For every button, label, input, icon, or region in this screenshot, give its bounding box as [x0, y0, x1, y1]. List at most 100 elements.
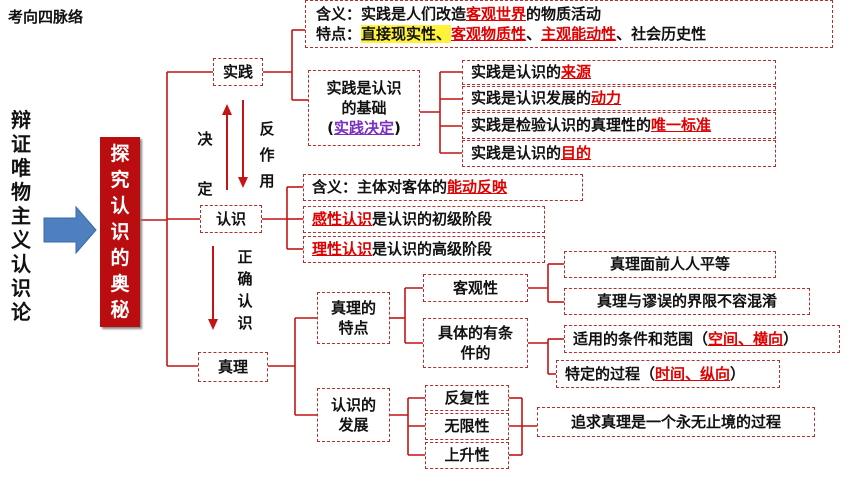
side-title-char: 辩: [11, 108, 31, 132]
trait-direct-reality: 直接现实性: [361, 25, 437, 43]
topic-char: 奥: [110, 273, 130, 295]
label-correct-char: 确: [237, 270, 253, 288]
label-correct-cognition: 正 确 认 识: [236, 246, 254, 334]
truth-fallacy-boundary-item: 真理与谬误的界限不容混淆: [564, 288, 810, 315]
cond-suffix: ）: [783, 329, 799, 348]
trait-subjective-initiative: 主观能动性: [541, 25, 617, 43]
cognition-definition: 含义：主体对客体的能动反映: [303, 174, 583, 201]
practice-traits: 特点：直接现实性、客观物质性、主观能动性、社会历史性: [316, 24, 706, 44]
cognition-def-keyword: 能动反映: [447, 178, 508, 197]
ascending-node: 上升性: [425, 442, 509, 469]
cognition-def-prefix: 含义：主体对客体的: [312, 178, 448, 197]
page-header: 考向四脉络: [8, 8, 84, 26]
label-correct-char: 识: [237, 314, 253, 332]
process-prefix: 特定的过程（: [565, 364, 656, 383]
practice-basis-box: 实践是认识 的基础 (实践决定): [308, 70, 420, 146]
label-decide-char: 决: [197, 130, 213, 148]
trait-sep: 、: [616, 25, 632, 43]
node-cognition: 认识: [200, 205, 262, 233]
basis-item-goal: 实践是认识的目的: [462, 140, 776, 167]
repeatability-node: 反复性: [425, 385, 509, 411]
side-title-char: 主: [11, 204, 31, 228]
perceptual-rest: 是认识的初级阶段: [372, 210, 493, 229]
side-title: 辩 证 唯 物 主 义 认 识 论: [8, 108, 34, 324]
basis-line2: 的基础: [341, 98, 387, 117]
concrete-line1: 具体的有条: [437, 323, 513, 342]
features-line1: 真理的: [330, 298, 376, 317]
truth-features-node: 真理的 特点: [317, 292, 390, 344]
topic-char: 识: [110, 221, 130, 243]
topic-char: 的: [110, 247, 130, 269]
label-react-char: 反: [259, 120, 275, 138]
rational-keyword: 理性认识: [312, 240, 373, 259]
label-decide-char: 定: [197, 180, 213, 198]
side-title-char: 证: [11, 132, 31, 156]
side-title-char: 义: [11, 228, 31, 252]
practice-definition-box: 含义：实践是人们改造客观世界的物质活动 特点：直接现实性、客观物质性、主观能动性…: [305, 0, 833, 48]
specific-process-item: 特定的过程（时间、纵向）: [556, 360, 780, 388]
process-suffix: ）: [730, 364, 746, 383]
traits-prefix: 特点：: [316, 25, 362, 43]
node-practice: 实践: [213, 58, 263, 86]
concrete-line2: 件的: [460, 344, 491, 362]
pursuit-of-truth-box: 追求真理是一个永无止境的过程: [537, 407, 815, 437]
label-correct-char: 认: [237, 292, 253, 310]
node-truth: 真理: [198, 352, 268, 382]
basis-item-motive: 实践是认识发展的动力: [462, 86, 776, 111]
side-title-char: 论: [11, 300, 31, 324]
label-react: 反 作 用: [258, 116, 276, 194]
trait-objective-material: 客观物质性: [451, 25, 527, 43]
trait-sep: 、: [436, 25, 452, 43]
cond-prefix: 适用的条件和范围（: [573, 329, 709, 348]
objectivity-node: 客观性: [423, 274, 528, 302]
topic-char: 探: [110, 143, 130, 165]
basis-item-text: 实践是认识发展的: [471, 89, 592, 108]
basis-item-standard: 实践是检验认识的真理性的唯一标准: [462, 112, 776, 139]
basis-item-keyword: 来源: [561, 63, 592, 82]
development-line1: 认识的: [330, 395, 376, 414]
side-title-char: 物: [11, 180, 31, 204]
infinity-node: 无限性: [425, 413, 509, 440]
label-react-char: 用: [259, 172, 275, 190]
basis-item-source: 实践是认识的来源: [462, 60, 776, 85]
side-title-char: 识: [11, 276, 31, 300]
development-line2: 发展: [338, 416, 369, 434]
basis-note-text: 实践决定: [333, 119, 394, 138]
basis-item-keyword: 动力: [591, 89, 622, 108]
rational-rest: 是认识的高级阶段: [372, 240, 493, 259]
practice-definition: 含义：实践是人们改造客观世界的物质活动: [316, 4, 601, 24]
concrete-conditional-node: 具体的有条 件的: [423, 318, 528, 368]
basis-item-text: 实践是认识的: [471, 63, 562, 82]
rational-cognition: 理性认识 是认识的高级阶段: [303, 236, 545, 263]
topic-char: 认: [110, 195, 130, 217]
topic-char: 秘: [110, 299, 130, 321]
basis-item-text: 实践是检验认识的真理性的: [471, 116, 652, 135]
perceptual-cognition: 感性认识 是认识的初级阶段: [303, 206, 545, 233]
truth-equality-item: 真理面前人人平等: [564, 251, 776, 278]
side-title-char: 唯: [11, 156, 31, 180]
trait-social-historical: 社会历史性: [631, 25, 707, 43]
basis-item-keyword: 目的: [561, 144, 592, 163]
basis-line1: 实践是认识: [326, 78, 402, 97]
side-title-char: 认: [11, 252, 31, 276]
process-keyword: 时间、纵向: [655, 364, 731, 383]
basis-note-open: (: [327, 119, 334, 138]
def-suffix: 的物质活动: [526, 4, 602, 23]
basis-note-close: ): [394, 119, 401, 138]
perceptual-keyword: 感性认识: [312, 210, 373, 229]
cognition-development-node: 认识的 发展: [317, 388, 390, 442]
trait-sep: 、: [526, 25, 542, 43]
basis-note: (实践决定): [327, 118, 401, 138]
conditions-scope-item: 适用的条件和范围（空间、横向）: [564, 325, 840, 353]
topic-box: 探 究 认 识 的 奥 秘: [100, 137, 140, 327]
label-react-char: 作: [259, 146, 275, 164]
features-line2: 特点: [338, 319, 369, 337]
basis-item-text: 实践是认识的: [471, 144, 562, 163]
def-keyword: 客观世界: [466, 4, 527, 23]
label-correct-char: 正: [237, 248, 253, 266]
topic-char: 究: [110, 169, 130, 191]
cond-keyword: 空间、横向: [708, 329, 784, 348]
label-decide: 决 定: [196, 114, 214, 214]
basis-item-keyword: 唯一标准: [651, 116, 712, 135]
